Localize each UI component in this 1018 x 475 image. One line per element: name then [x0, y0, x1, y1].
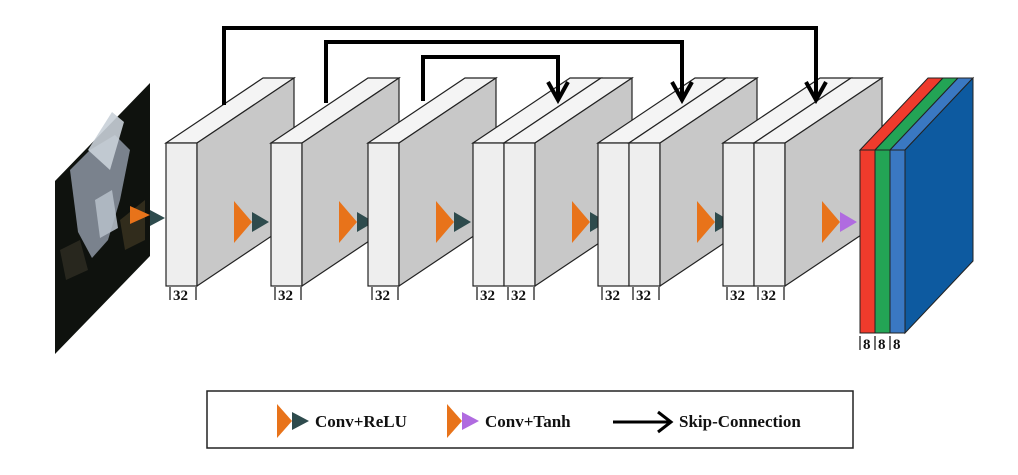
conv-relu-icon: [130, 206, 150, 224]
input-image: [55, 83, 165, 354]
skip-arrowhead: [670, 81, 694, 105]
channel-count-label: 32: [761, 288, 776, 304]
channel-count-label: 32: [511, 288, 526, 304]
conv-tanh-legend-icon: [447, 404, 479, 438]
conv-layer-block: 32: [164, 76, 296, 304]
conv-relu-icon: [234, 201, 269, 243]
block-front-face: [367, 142, 400, 287]
channel-count-label: 32: [278, 288, 293, 304]
legend-conv-relu-label: Conv+ReLU: [315, 412, 407, 431]
output-channel-label: 8: [863, 337, 871, 353]
conv-tanh-icon: [822, 201, 857, 243]
conv-layer-block: 32: [269, 76, 401, 304]
block-front-face: [597, 142, 630, 287]
skip-connection-arrow: [222, 26, 828, 105]
block-front-face: [270, 142, 303, 287]
block-front-face: [722, 142, 755, 287]
block-front-face: [472, 142, 505, 287]
skip-arrowhead: [804, 81, 828, 105]
conv-relu-icon: [339, 201, 374, 243]
channel-count-label: 32: [605, 288, 620, 304]
conv-layer-block: 32 32: [721, 76, 884, 304]
conv-relu-legend-icon: [277, 404, 309, 438]
block-front-face: [753, 142, 786, 287]
skip-connection-arrow: [324, 40, 694, 105]
channel-count-label: 32: [480, 288, 495, 304]
channel-count-label: 32: [636, 288, 651, 304]
skip-connection-arrow: [421, 55, 570, 105]
legend-box: [206, 390, 854, 449]
output-channel-label: 8: [878, 337, 886, 353]
legend-skip-label: Skip-Connection: [679, 412, 801, 431]
legend: Conv+ReLU Conv+Tanh Skip-Connection: [206, 390, 854, 449]
output-channel-label: 8: [893, 337, 901, 353]
output-channel-front: [874, 149, 891, 334]
output-channel-front: [889, 149, 906, 334]
output-channel-front: [859, 149, 876, 334]
legend-conv-tanh-label: Conv+Tanh: [485, 412, 571, 431]
skip-line: [421, 55, 560, 101]
skip-line: [222, 26, 818, 105]
conv-relu-icon: [436, 201, 471, 243]
output-side-face: [904, 76, 974, 335]
channel-count-label: 32: [375, 288, 390, 304]
block-front-face: [165, 142, 198, 287]
skip-arrowhead: [546, 81, 570, 105]
channel-count-label: 32: [173, 288, 188, 304]
block-front-face: [628, 142, 661, 287]
channel-count-label: 32: [730, 288, 745, 304]
skip-line: [324, 40, 684, 103]
block-front-face: [503, 142, 536, 287]
skip-arrow-legend-icon: [613, 410, 674, 434]
conv-layer-block: 32 32: [471, 76, 634, 304]
